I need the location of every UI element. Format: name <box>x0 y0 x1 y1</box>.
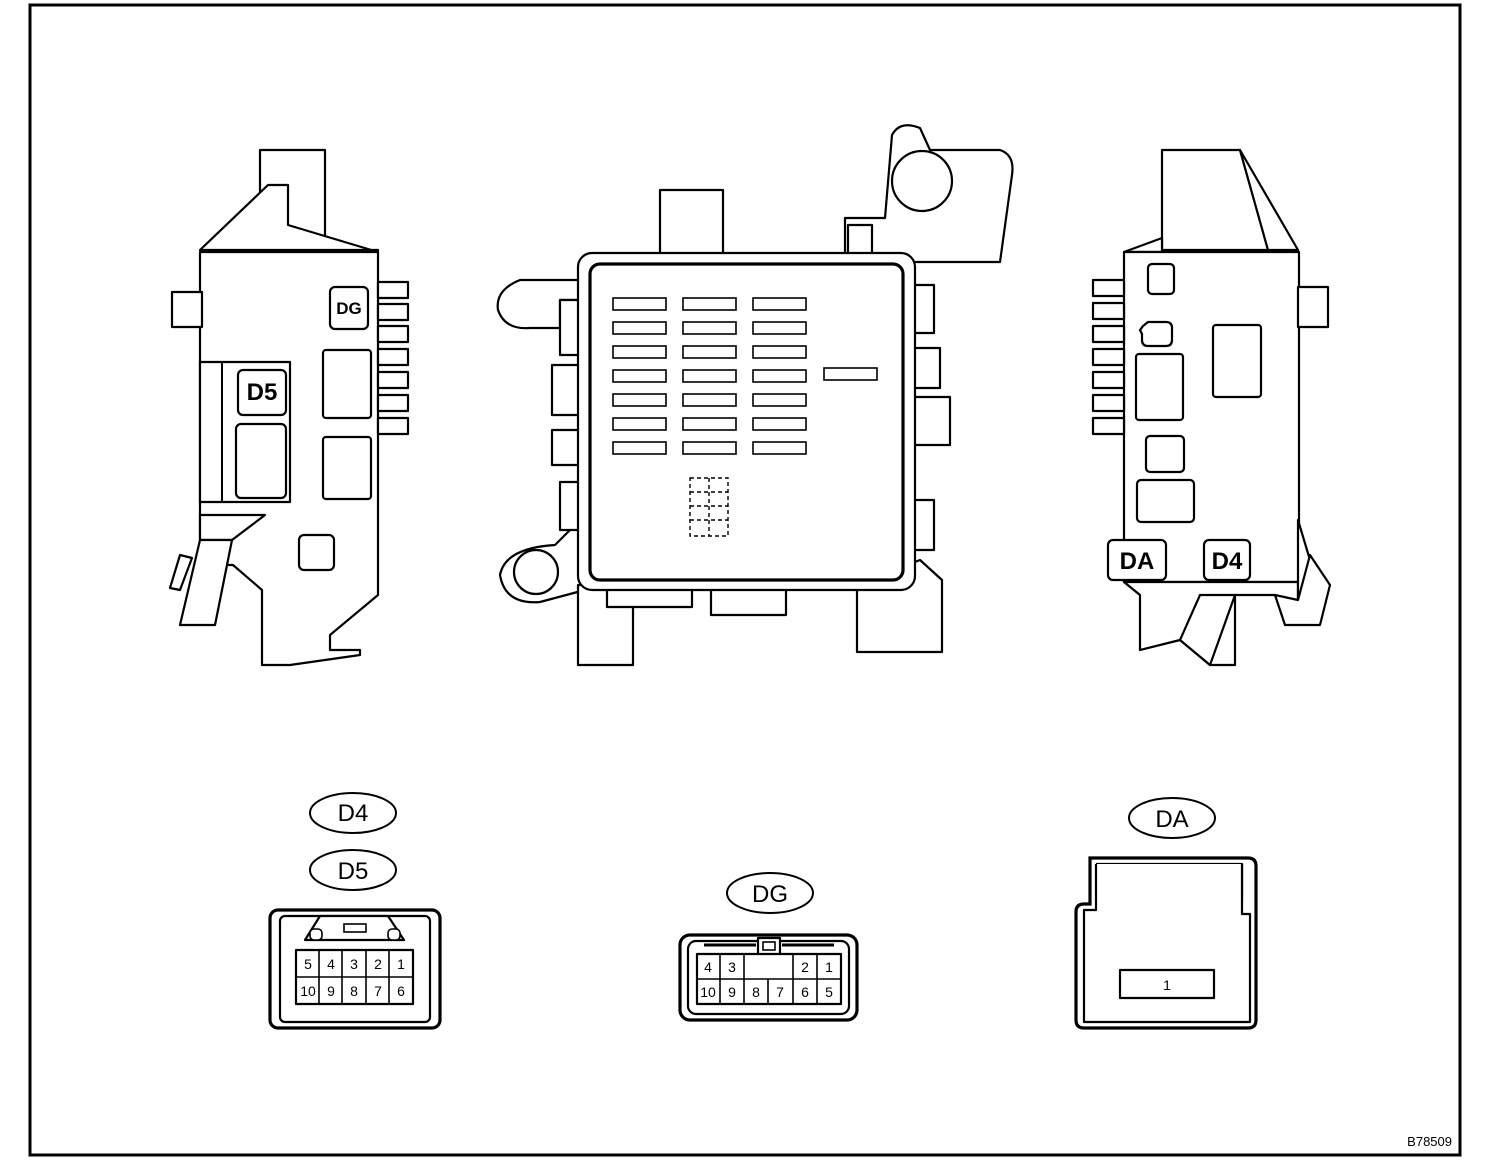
oval-dg-text: DG <box>752 881 788 908</box>
pin-d-7: 7 <box>374 983 382 999</box>
svg-text:DG: DG <box>336 299 362 318</box>
svg-text:D4: D4 <box>1212 548 1243 575</box>
pin-d-9: 9 <box>327 983 335 999</box>
label-dg: DG <box>328 285 370 331</box>
svg-text:D5: D5 <box>247 379 278 406</box>
label-d4: D4 <box>1202 538 1252 582</box>
oval-da-text: DA <box>1155 806 1188 833</box>
pin-da-1: 1 <box>1163 977 1171 993</box>
svg-text:DA: DA <box>1120 548 1155 575</box>
left-side-view: DG D5 <box>168 148 410 667</box>
figure-code: B78509 <box>1407 1134 1452 1149</box>
pin-dg-9: 9 <box>728 984 736 1000</box>
oval-d4-text: D4 <box>338 800 369 827</box>
pin-dg-8: 8 <box>752 984 760 1000</box>
pin-d-3: 3 <box>350 956 358 972</box>
oval-d5-text: D5 <box>338 858 369 885</box>
center-front-view <box>496 124 1014 667</box>
pin-dg-3: 3 <box>728 959 736 975</box>
pin-dg-6: 6 <box>801 984 809 1000</box>
left-view-pins <box>376 280 410 436</box>
pin-d-10: 10 <box>300 983 316 999</box>
label-d5: D5 <box>236 368 288 417</box>
pin-dg-7: 7 <box>776 984 784 1000</box>
pin-dg-2: 2 <box>801 959 809 975</box>
right-side-view: DA D4 <box>1091 148 1332 667</box>
pin-dg-10: 10 <box>700 984 716 1000</box>
label-da: DA <box>1106 538 1168 582</box>
pin-d-4: 4 <box>327 956 335 972</box>
connector-dg: DG 4 3 2 1 10 9 8 7 6 5 <box>678 872 859 1022</box>
pin-dg-5: 5 <box>825 984 833 1000</box>
oval-d5 <box>309 849 397 891</box>
pin-d-5: 5 <box>304 956 312 972</box>
pin-d-6: 6 <box>397 983 405 999</box>
right-view-pins <box>1091 278 1126 436</box>
oval-dg <box>726 872 814 914</box>
hidden-part <box>689 477 729 537</box>
pin-d-2: 2 <box>374 956 382 972</box>
pin-dg-1: 1 <box>825 959 833 975</box>
connector-da: DA 1 <box>1074 797 1258 1030</box>
connector-d4-d5: D4 D5 5 4 3 2 1 10 9 8 7 6 <box>268 792 442 1030</box>
pin-d-1: 1 <box>397 956 405 972</box>
pin-d-8: 8 <box>350 983 358 999</box>
pin-dg-4: 4 <box>704 959 712 975</box>
fuse-slots <box>612 297 878 455</box>
oval-d4 <box>309 792 397 834</box>
oval-da <box>1128 797 1216 839</box>
